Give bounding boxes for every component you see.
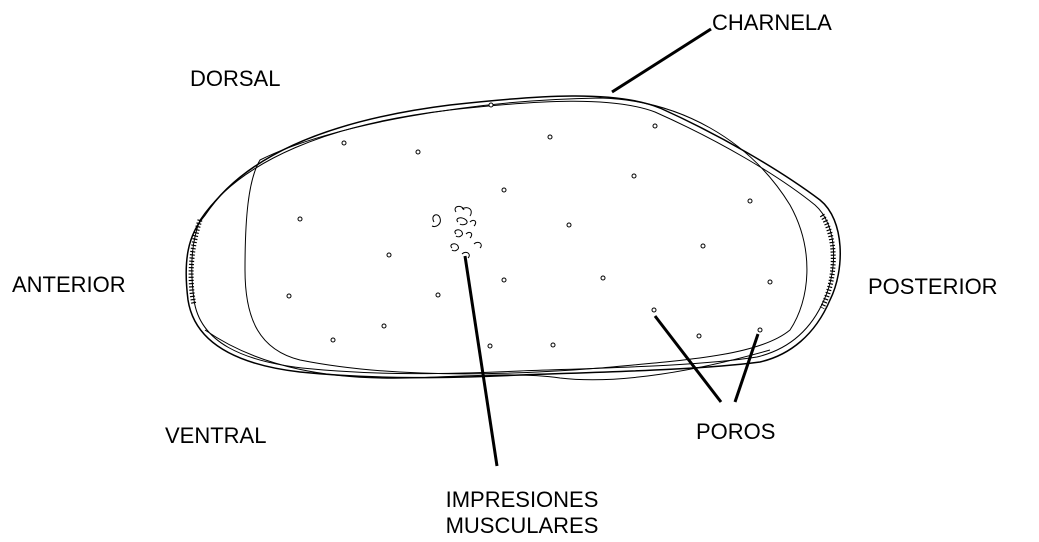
muscle-scar [451, 244, 459, 251]
pore [287, 294, 291, 298]
outer-valve-outline-2 [192, 101, 834, 373]
pore [502, 188, 506, 192]
label-impresiones-musculares: IMPRESIONES MUSCULARES [424, 489, 620, 537]
pore [601, 276, 605, 280]
poros-pointer-right [735, 334, 758, 402]
pore [632, 174, 636, 178]
pore [382, 324, 386, 328]
label-poros: POROS [696, 421, 775, 443]
outer-valve-outline [186, 96, 840, 378]
pore [436, 293, 440, 297]
label-impresiones-line2: MUSCULARES [424, 515, 620, 537]
pores-group [287, 103, 772, 348]
charnela-pointer [612, 29, 711, 92]
muscle-scar [466, 232, 472, 238]
pore [502, 278, 506, 282]
label-ventral: VENTRAL [165, 425, 266, 447]
pore [488, 344, 492, 348]
pore [701, 244, 705, 248]
pore [298, 217, 302, 221]
muscle-scar [457, 218, 467, 225]
poros-pointer-left [655, 316, 721, 402]
label-impresiones-line1: IMPRESIONES [424, 489, 620, 511]
impresiones-pointer [465, 256, 497, 466]
pore [551, 343, 555, 347]
pore [416, 150, 420, 154]
muscle-scar [455, 206, 464, 212]
pore [768, 280, 772, 284]
muscle-scar [474, 242, 481, 248]
label-charnela: CHARNELA [712, 12, 832, 34]
pore [748, 199, 752, 203]
pore [489, 103, 493, 107]
label-posterior: POSTERIOR [868, 276, 998, 298]
label-anterior: ANTERIOR [12, 274, 126, 296]
pore [653, 124, 657, 128]
posterior-marginal-zone [822, 215, 833, 308]
pore [331, 338, 335, 342]
muscle-scar [470, 220, 476, 226]
pore [652, 308, 656, 312]
pore [758, 328, 762, 332]
muscle-scars [432, 206, 481, 258]
pore [697, 334, 701, 338]
muscle-scar [455, 230, 463, 237]
label-dorsal: DORSAL [190, 68, 280, 90]
pore [548, 135, 552, 139]
muscle-scar [432, 215, 440, 227]
pore [342, 141, 346, 145]
pore [387, 253, 391, 257]
pore [567, 223, 571, 227]
